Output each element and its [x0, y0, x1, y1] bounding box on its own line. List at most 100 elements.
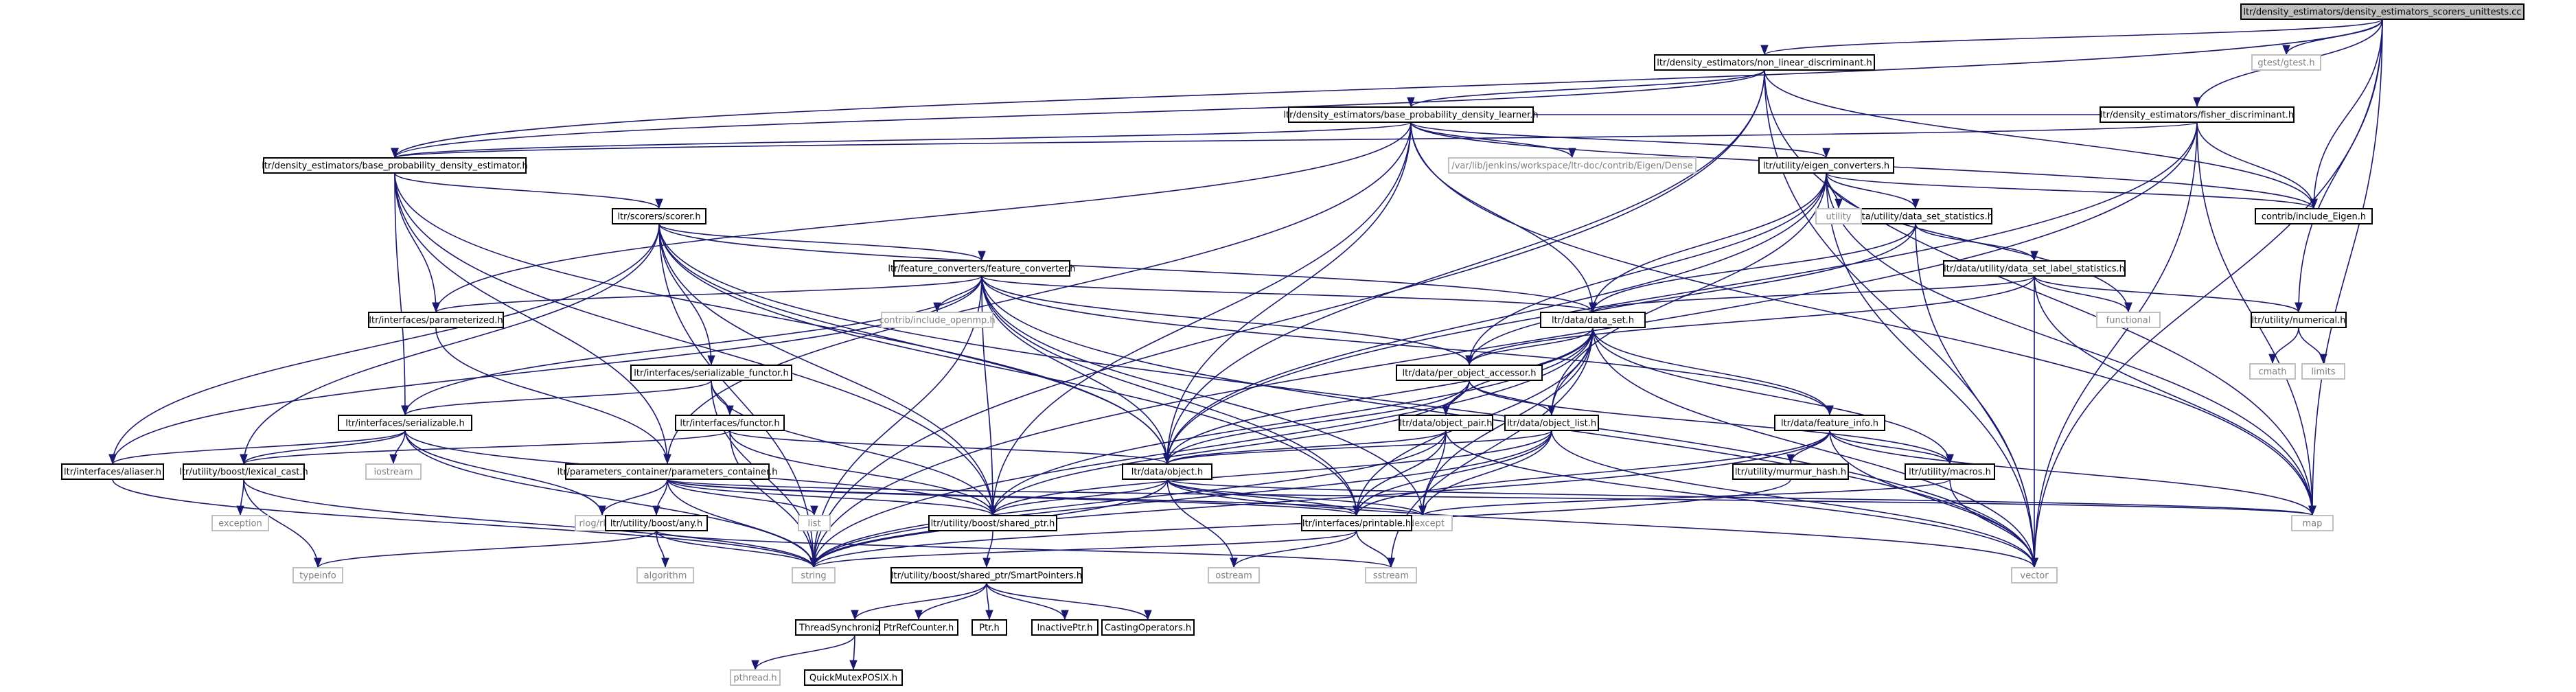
node-object[interactable]: ltr/data/object.h	[1122, 463, 1212, 480]
node-box-exception	[211, 515, 269, 531]
node-functor[interactable]: ltr/interfaces/functor.h	[675, 415, 785, 431]
edge-fconv-to-dataset	[981, 275, 1597, 313]
node-label-gtest: gtest/gtest.h	[2257, 58, 2314, 69]
node-bpdl[interactable]: ltr/density_estimators/base_probability_…	[1283, 106, 1539, 123]
edge-nld-to-object	[1163, 69, 1765, 465]
node-fconv[interactable]: ltr/feature_converters/feature_converter…	[888, 260, 1076, 277]
node-pcont[interactable]: ltr/parameters_container/parameters_cont…	[557, 463, 778, 480]
node-box-typeinfo	[292, 567, 343, 584]
node-string: string	[792, 567, 836, 584]
node-box-lexcast	[183, 463, 305, 480]
node-serfunctor[interactable]: ltr/interfaces/serializable_functor.h	[630, 365, 792, 381]
node-featinfo[interactable]: ltr/data/feature_info.h	[1774, 415, 1885, 431]
node-lexcast[interactable]: ltr/utility/boost/lexical_cast.h	[179, 463, 308, 480]
edge-numerical-to-limits	[2298, 327, 2327, 365]
node-label-utility: utility	[1826, 212, 1852, 222]
edge-object-to-vector	[1166, 478, 2038, 568]
node-castingops[interactable]: CastingOperators.h	[1101, 619, 1195, 636]
edge-smartptrs-to-threadsync	[851, 582, 987, 621]
node-box-any	[605, 515, 708, 531]
node-serializable[interactable]: ltr/interfaces/serializable.h	[338, 415, 472, 431]
node-sharedptr[interactable]: ltr/utility/boost/shared_ptr.h	[928, 515, 1057, 531]
node-dataset[interactable]: ltr/data/data_set.h	[1540, 312, 1646, 328]
node-box-numerical	[2251, 312, 2347, 328]
node-ptrrefcounter[interactable]: PtrRefCounter.h	[879, 619, 958, 636]
edge-fconv-to-serializable	[401, 275, 982, 416]
node-box-openmp	[881, 312, 993, 328]
edge-object-to-stdexcept	[1166, 478, 1427, 516]
node-box-scorer	[612, 208, 706, 224]
node-box-parameterized	[368, 312, 504, 328]
edge-dsls-to-numerical	[2034, 275, 2303, 313]
edge-printable-to-string	[809, 530, 1357, 568]
node-objpair[interactable]: ltr/data/object_pair.h	[1399, 415, 1493, 431]
edge-featinfo-to-murmur	[1786, 430, 1830, 465]
edge-dataset-to-sharedptr	[989, 327, 1594, 516]
node-utility: utility	[1815, 208, 1862, 224]
node-box-serializable	[338, 415, 472, 431]
edge-objpair-to-vector	[1445, 430, 2038, 568]
node-murmur[interactable]: ltr/utility/murmur_hash.h	[1732, 463, 1849, 480]
node-layer: ltr/density_estimators/density_estimator…	[61, 3, 2525, 686]
node-eigenconv[interactable]: ltr/utility/eigen_converters.h	[1758, 157, 1894, 174]
edge-fconv-to-featinfo	[981, 275, 1834, 416]
node-dss[interactable]: ltr/data/utility/data_set_statistics.h	[1838, 208, 1993, 224]
node-ptr[interactable]: Ptr.h	[971, 619, 1007, 636]
node-label-scorer: ltr/scorers/scorer.h	[617, 212, 700, 222]
edge-fconv-to-stdexcept	[981, 275, 1427, 516]
node-label-ostream: ostream	[1215, 571, 1252, 581]
node-label-exception: exception	[218, 519, 262, 529]
node-label-pcont: ltr/parameters_container/parameters_cont…	[557, 468, 778, 478]
node-parameterized[interactable]: ltr/interfaces/parameterized.h	[368, 312, 504, 328]
node-label-sharedptr: ltr/utility/boost/shared_ptr.h	[931, 519, 1055, 529]
edge-scorer-to-string	[658, 223, 818, 568]
node-scorer[interactable]: ltr/scorers/scorer.h	[612, 208, 706, 224]
node-quickmutex[interactable]: QuickMutexPOSIX.h	[804, 669, 903, 686]
node-bpde[interactable]: ltr/density_estimators/base_probability_…	[262, 157, 528, 174]
node-label-poa: ltr/data/per_object_accessor.h	[1402, 369, 1536, 379]
edge-smartptrs-to-ptr	[985, 582, 993, 621]
edge-objlist-to-sharedptr	[989, 430, 1552, 516]
edge-dsls-to-functional	[2034, 275, 2132, 313]
node-label-functional: functional	[2106, 316, 2151, 326]
edge-pcont-to-any	[652, 478, 668, 516]
edge-printable-to-ostream	[1230, 530, 1357, 568]
node-box-cmath	[2249, 363, 2296, 380]
node-numerical[interactable]: ltr/utility/numerical.h	[2251, 312, 2347, 328]
node-poa[interactable]: ltr/data/per_object_accessor.h	[1396, 365, 1543, 381]
node-label-object: ltr/data/object.h	[1131, 468, 1204, 478]
node-any[interactable]: ltr/utility/boost/any.h	[605, 515, 708, 531]
edge-serializable-to-lexcast	[240, 430, 406, 465]
node-fisher[interactable]: ltr/density_estimators/fisher_discrimina…	[2100, 106, 2295, 123]
node-box-map	[2291, 515, 2334, 531]
edge-bpdl-to-parameterized	[432, 122, 1412, 313]
node-smartptrs[interactable]: ltr/utility/boost/shared_ptr/SmartPointe…	[890, 567, 1083, 584]
node-label-quickmutex: QuickMutexPOSIX.h	[809, 673, 897, 684]
node-nld[interactable]: ltr/density_estimators/non_linear_discri…	[1654, 54, 1875, 71]
edge-fconv-to-object	[981, 275, 1171, 465]
node-inactiveptr[interactable]: InactivePtr.h	[1031, 619, 1099, 636]
node-algorithm: algorithm	[636, 567, 694, 584]
node-objlist[interactable]: ltr/data/object_list.h	[1504, 415, 1599, 431]
edge-fisher-to-bpde	[391, 122, 2198, 159]
node-box-bpde	[263, 157, 527, 174]
edge-scorer-to-vector	[658, 223, 2038, 568]
edge-fisher-to-vector	[2030, 122, 2198, 568]
node-dsls[interactable]: ltr/data/utility/data_set_label_statisti…	[1943, 260, 2126, 277]
node-macros[interactable]: ltr/utility/macros.h	[1905, 463, 1995, 480]
node-box-utility	[1815, 208, 1862, 224]
node-label-vector: vector	[2020, 571, 2049, 581]
node-printable[interactable]: ltr/interfaces/printable.h	[1301, 515, 1412, 531]
node-contribeigen[interactable]: contrib/include_Eigen.h	[2255, 208, 2373, 224]
node-box-murmur	[1732, 463, 1849, 480]
node-label-ptr: Ptr.h	[979, 623, 999, 634]
node-label-pthread: pthread.h	[733, 673, 777, 684]
edge-eigenconv-to-objlist	[1548, 172, 1827, 416]
node-root[interactable]: ltr/density_estimators/density_estimator…	[2240, 3, 2525, 20]
edge-dataset-to-vector	[1592, 327, 2038, 568]
node-box-objpair	[1399, 415, 1493, 431]
node-box-list	[798, 515, 831, 531]
node-aliaser[interactable]: ltr/interfaces/aliaser.h	[61, 463, 164, 480]
node-box-macros	[1905, 463, 1995, 480]
node-label-root: ltr/density_estimators/density_estimator…	[2243, 8, 2521, 18]
